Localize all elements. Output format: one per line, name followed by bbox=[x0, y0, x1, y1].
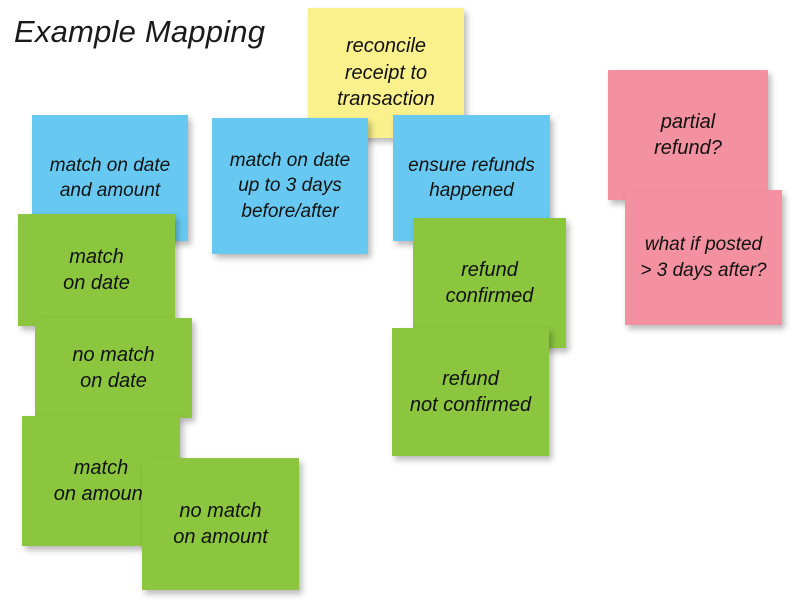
sticky-note-text: match on date and amount bbox=[49, 154, 171, 201]
sticky-note-text: refund confirmed bbox=[445, 258, 534, 307]
sticky-note-text: reconcile receipt to transaction bbox=[337, 35, 435, 111]
sticky-note-text: ensure refunds happened bbox=[408, 154, 535, 201]
sticky-note-example-refund-not-confirmed[interactable]: refund not confirmed bbox=[392, 328, 549, 456]
sticky-note-text: what if posted > 3 days after? bbox=[640, 234, 767, 281]
sticky-note-text: match on date up to 3 days before/after bbox=[229, 150, 351, 222]
sticky-note-rule-match-date-3-days[interactable]: match on date up to 3 days before/after bbox=[212, 118, 368, 254]
sticky-note-question-posted-3-days-after[interactable]: what if posted > 3 days after? bbox=[625, 190, 782, 325]
sticky-note-text: refund not confirmed bbox=[409, 367, 532, 416]
sticky-note-question-partial-refund[interactable]: partial refund? bbox=[608, 70, 768, 200]
sticky-note-story-reconcile[interactable]: reconcile receipt to transaction bbox=[308, 8, 464, 138]
sticky-note-text: no match on date bbox=[72, 343, 155, 392]
sticky-note-text: partial refund? bbox=[654, 110, 722, 159]
page-title: Example Mapping bbox=[14, 14, 266, 49]
sticky-note-text: no match on amount bbox=[173, 499, 268, 548]
sticky-note-text: match on amount bbox=[53, 456, 149, 505]
sticky-note-example-no-match-on-date[interactable]: no match on date bbox=[35, 318, 192, 418]
sticky-note-text: match on date bbox=[63, 245, 130, 294]
sticky-note-example-no-match-on-amount[interactable]: no match on amount bbox=[142, 458, 299, 590]
sticky-note-example-refund-confirmed[interactable]: refund confirmed bbox=[413, 218, 566, 348]
sticky-note-example-match-on-date[interactable]: match on date bbox=[18, 214, 175, 326]
